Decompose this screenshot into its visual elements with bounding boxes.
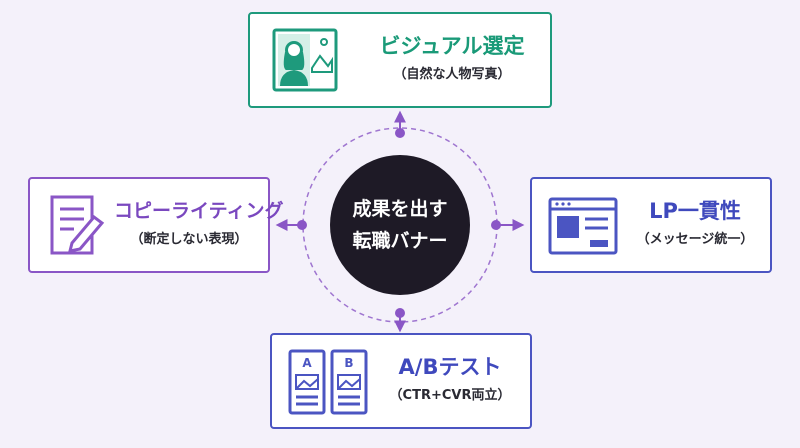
connector-dot-right [491,220,501,230]
connector-dot-top [395,128,405,138]
connector-dot-left [297,220,307,230]
card-copywriting: コピーライティング （断定しない表現） [28,177,284,273]
card-visual-selection: ビジュアル選定 （自然な人物写真） [248,12,552,108]
card-copy-subtitle: （断定しない表現） [130,232,248,247]
card-visual-title: ビジュアル選定 [379,34,525,58]
card-copy-title: コピーライティング [114,200,284,222]
webpage-layout-icon [548,197,618,259]
card-lp-title: LP一貫性 [649,199,741,223]
card-ab-subtitle: （CTR+CVR両立） [389,388,511,403]
person-photo-icon [272,28,338,96]
document-pen-icon [48,193,108,261]
ab-test-icon: A B [288,349,368,419]
ab-icon-letter-a: A [302,356,312,370]
center-line-2: 転職バナー [352,230,448,252]
card-lp-subtitle: （メッセージ統一） [636,232,754,247]
center-line-1: 成果を出す [352,198,448,220]
card-ab-title: A/Bテスト [398,355,502,379]
card-lp-consistency: LP一貫性 （メッセージ統一） [530,177,772,273]
connector-dot-bottom [395,308,405,318]
card-visual-subtitle: （自然な人物写真） [393,67,511,82]
ab-icon-letter-b: B [344,356,353,370]
card-ab-test: A B A/Bテスト （CTR+CVR両立） [270,333,532,429]
center-node: 成果を出す 転職バナー [330,155,470,295]
